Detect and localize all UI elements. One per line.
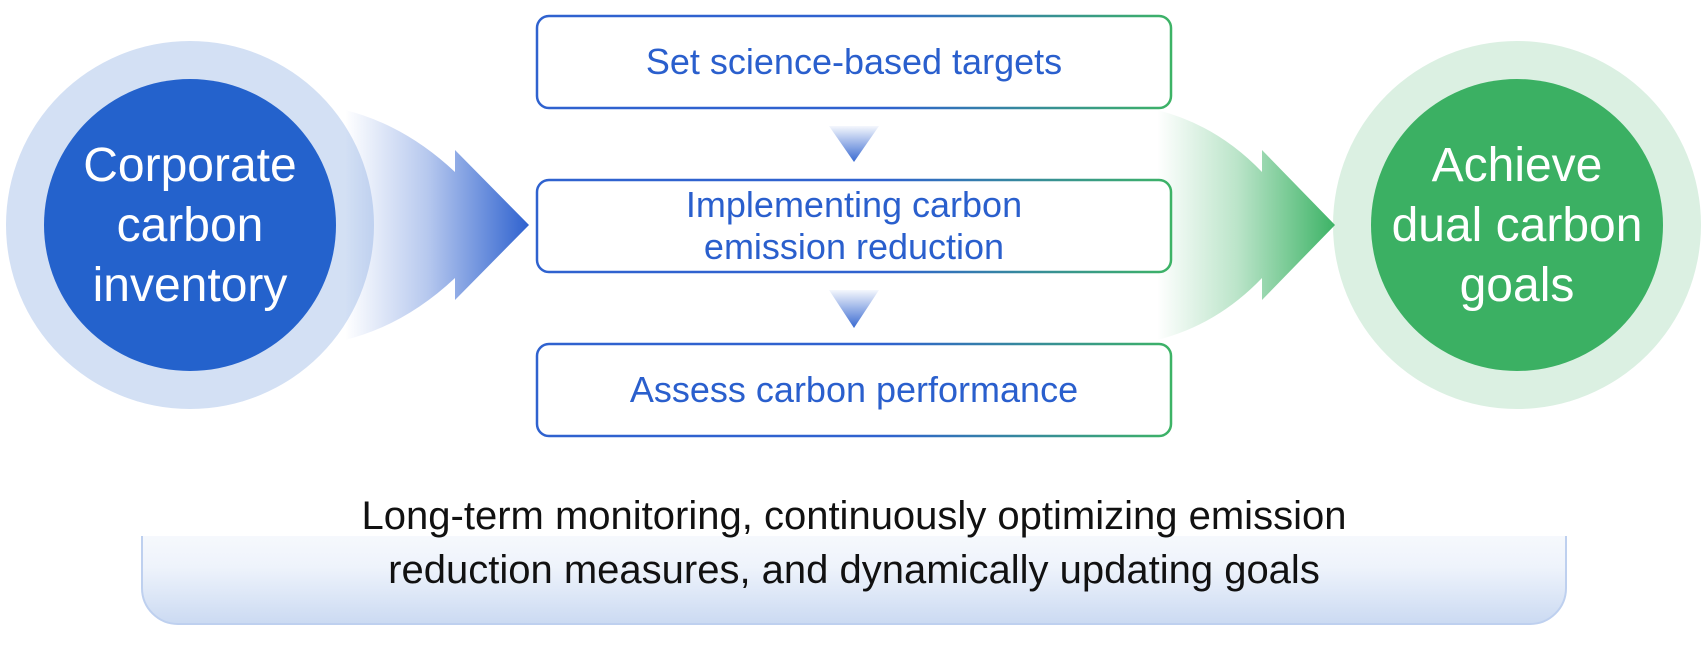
step-label-implement-reduction: Implementing carbon emission reduction — [685, 184, 1023, 267]
down-arrow-1 — [829, 126, 879, 162]
source-circle — [44, 79, 336, 371]
step-label-assess-performance: Assess carbon performance — [629, 369, 1079, 410]
arrow-steps-to-goal — [1157, 110, 1335, 340]
down-arrow-2 — [829, 290, 879, 328]
arrow-source-to-steps — [345, 110, 529, 340]
goal-circle — [1371, 79, 1663, 371]
step-box-2 — [535, 178, 1173, 274]
goal-label: Achieve dual carbon goals — [1391, 139, 1643, 312]
source-label: Corporate carbon inventory — [83, 139, 297, 312]
step-box-3 — [535, 342, 1173, 438]
step-box-1 — [535, 14, 1173, 110]
goal-node — [1333, 41, 1701, 409]
step-label-set-targets: Set science-based targets — [645, 41, 1063, 82]
footer-banner-top-mask — [138, 488, 1570, 536]
source-node — [6, 41, 374, 409]
footer-text: Long-term monitoring, continuously optim… — [361, 494, 1347, 592]
